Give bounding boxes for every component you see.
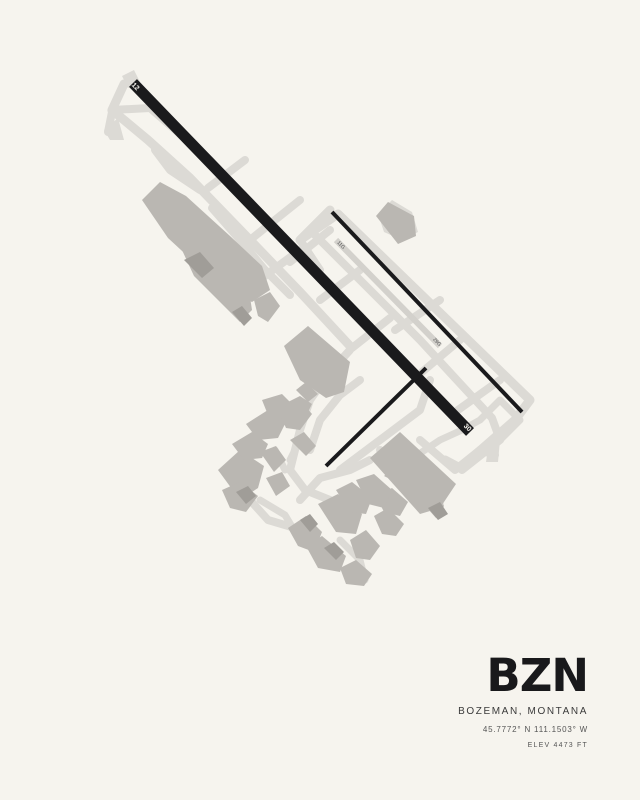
taxiway-network: [104, 79, 535, 584]
airport-elevation: ELEV 4473 FT: [527, 742, 588, 749]
airport-info: BZN BOZEMAN, MONTANA 45.7772° N 111.1503…: [458, 649, 589, 750]
runway-east: [330, 210, 524, 414]
airport-code: BZN: [486, 649, 589, 702]
runway-label-12: 12: [130, 82, 141, 93]
runway-label-11g: 11G: [335, 240, 346, 251]
airport-city: BOZEMAN, MONTANA: [458, 706, 588, 717]
runway-label-29g: 29G: [431, 337, 442, 348]
runway-12-30: [129, 79, 474, 436]
airport-coordinates: 45.7772° N 111.1503° W: [482, 725, 588, 734]
grass-runway: [333, 237, 443, 349]
runway-crosswind: [324, 366, 428, 468]
runways: [129, 79, 524, 468]
runway-labels: 12 30: [130, 82, 473, 434]
grass-runway-labels: 11G 29G: [335, 240, 442, 348]
runway-label-30: 30: [462, 423, 473, 434]
building-shadows: [184, 252, 448, 560]
